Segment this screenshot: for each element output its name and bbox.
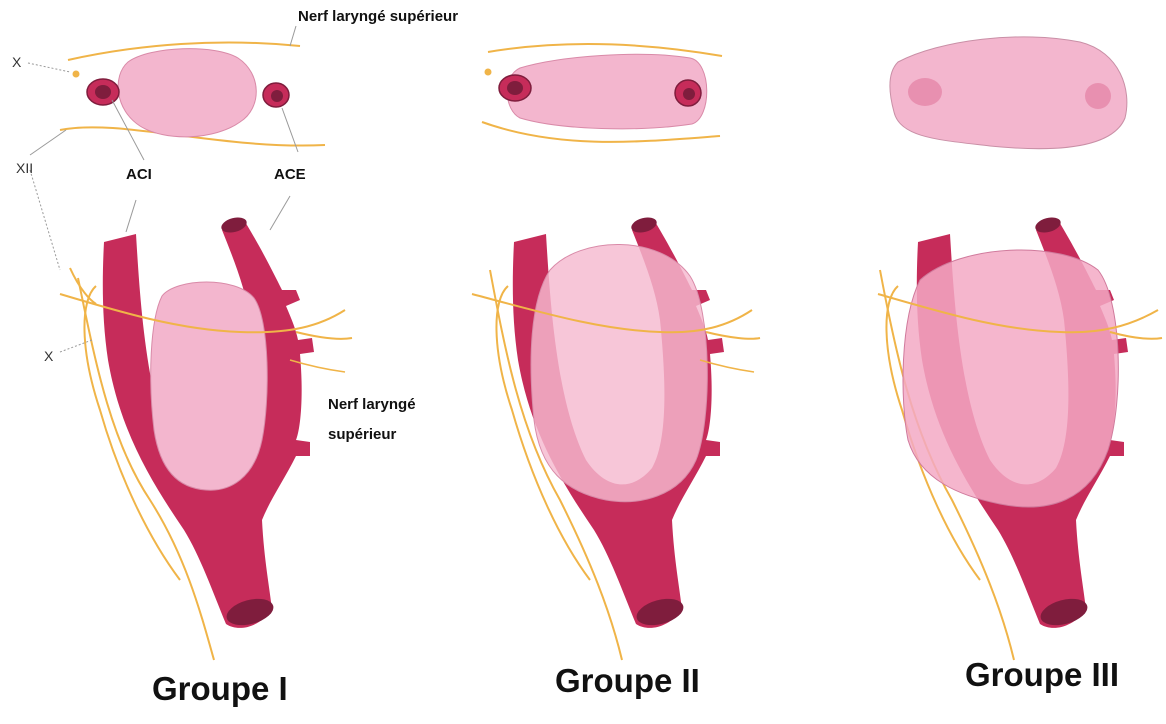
label-xii: XII [16,160,33,176]
leader-xii [30,130,66,155]
label-nerf-laryngé-side-line2: supérieur [328,426,396,443]
x-nerve-dot-1 [73,71,80,78]
label-x-bottom: X [44,348,53,364]
x-nerve-dot-2 [485,69,492,76]
label-aci: ACI [126,166,152,183]
label-nerf-laryngé-superieur-top: Nerf laryngé supérieur [298,8,458,25]
tumor-cross-section-1 [118,49,256,137]
label-ace: ACE [274,166,306,183]
leader-x-long [60,340,92,352]
ace-cross-section-2 [675,80,701,106]
label-x-top: X [12,54,21,70]
aci-cross-section-2 [499,75,531,101]
cross-section-group-1 [28,26,325,160]
longitudinal-group-1 [30,170,352,660]
aci-cross-section-1 [87,79,119,105]
tumor-longitudinal-1 [151,282,268,490]
nerve-laryngeal-branch-2 [706,332,760,339]
nerve-laryngeal-branch-3 [1110,332,1162,339]
leader-aci-long [126,200,136,232]
tumor-longitudinal-3 [903,250,1118,507]
cross-section-group-2 [482,44,722,142]
nerve-upper-cross-2 [488,44,722,56]
label-nerf-laryngé-side-line1: Nerf laryngé [328,396,416,413]
longitudinal-group-2 [472,215,760,660]
group-label-2: Groupe II [555,662,700,700]
leader-ace-long [270,196,290,230]
tumor-longitudinal-2 [531,244,707,501]
cross-section-group-3 [890,37,1127,149]
ace-cross-section-1 [263,83,289,107]
aci-cross-section-3 [908,78,942,106]
ace-cross-section-3 [1085,83,1111,109]
leader-x-top [28,63,70,72]
longitudinal-group-3 [878,215,1162,660]
leader-nerf-top [290,26,296,46]
group-label-3: Groupe III [965,656,1119,694]
leader-xii-long [30,170,60,270]
group-label-1: Groupe I [152,670,288,708]
nerve-laryngeal-branch-1 [296,332,352,339]
